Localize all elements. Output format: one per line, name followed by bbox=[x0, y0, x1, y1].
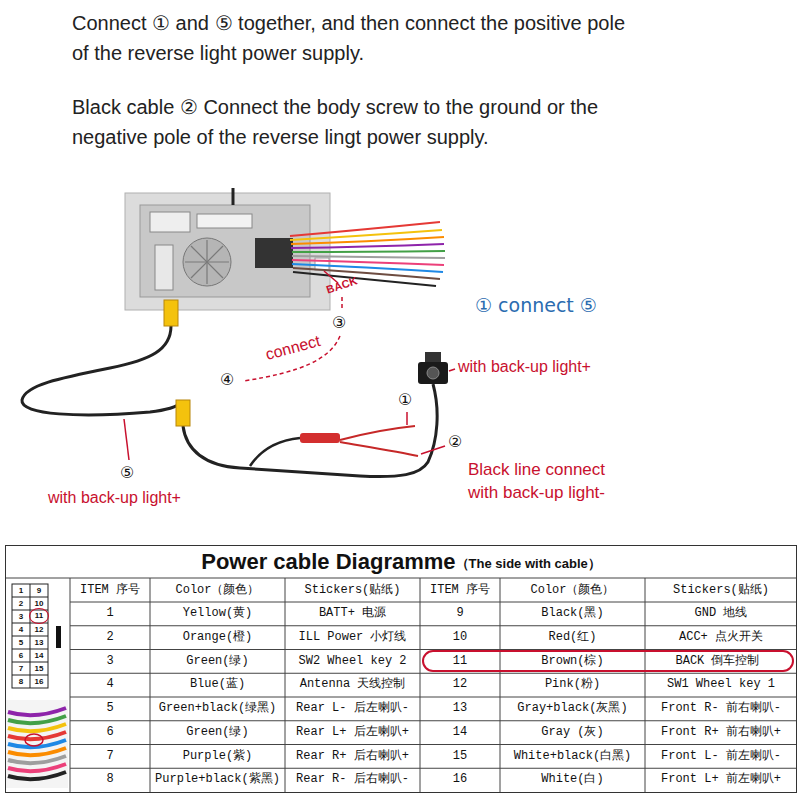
table-cell: 15 bbox=[420, 745, 500, 769]
table-cell: 9 bbox=[420, 602, 500, 626]
callout-note: ① connect ⑤ bbox=[475, 293, 597, 317]
callout-number: ② bbox=[448, 432, 462, 452]
pin-circle: 11 bbox=[29, 608, 49, 624]
table-cell: ILL Power 小灯线 bbox=[285, 626, 420, 650]
table-cell: Blue(蓝) bbox=[150, 673, 285, 697]
pin-number: 4 bbox=[12, 623, 30, 636]
table-cell: ACC+ 点火开关 bbox=[645, 626, 797, 650]
leader-lines bbox=[124, 271, 455, 460]
table-cell: Black(黑) bbox=[500, 602, 645, 626]
connector-key bbox=[56, 626, 61, 648]
table-cell: GND 地线 bbox=[645, 602, 797, 626]
instruction-text: Connect ① and ⑤ together, and then conne… bbox=[72, 8, 642, 68]
table-cell: 16 bbox=[420, 768, 500, 792]
table-cell: Front R+ 前右喇叭+ bbox=[645, 721, 797, 745]
table-cell: Rear L- 后左喇叭- bbox=[285, 697, 420, 721]
pin-number: 10 bbox=[30, 597, 48, 610]
pin-grid bbox=[12, 584, 48, 688]
table-cell: Gray (灰) bbox=[500, 721, 645, 745]
pin-number: 14 bbox=[30, 649, 48, 662]
table-subtitle: （The side with cable） bbox=[456, 555, 601, 573]
table-cell: Brown(棕) bbox=[500, 652, 645, 670]
table-cell: 13 bbox=[420, 697, 500, 721]
table-cell: Green+black(绿黑) bbox=[150, 697, 285, 721]
table-cell: Pink(粉) bbox=[500, 673, 645, 697]
wire-photo bbox=[6, 700, 68, 788]
table-cell: SW2 Wheel key 2 bbox=[285, 650, 420, 674]
table-cell: 3 bbox=[70, 650, 150, 674]
pin-number: 2 bbox=[12, 597, 30, 610]
table-cell: Antenna 天线控制 bbox=[285, 673, 420, 697]
table-cell: Orange(橙) bbox=[150, 626, 285, 650]
table-cell: 11 bbox=[420, 652, 500, 670]
pin-number: 11 bbox=[30, 609, 48, 623]
wire-note: connect bbox=[263, 331, 322, 365]
table-header: Color（颜色） bbox=[150, 578, 285, 602]
table-title-row: Power cable Diagramme（The side with cabl… bbox=[6, 546, 796, 578]
pin-number: 12 bbox=[30, 623, 48, 636]
table-header: ITEM 序号 bbox=[70, 578, 150, 602]
table-cell: Gray+black(灰黑) bbox=[500, 697, 645, 721]
table-cell: 8 bbox=[70, 768, 150, 792]
table-cell: 5 bbox=[70, 697, 150, 721]
table-cell: White(白) bbox=[500, 768, 645, 792]
callout-number: ④ bbox=[220, 370, 234, 390]
table-cell: 4 bbox=[70, 673, 150, 697]
table-cell: BATT+ 电源 bbox=[285, 602, 420, 626]
pin-number: 1 bbox=[12, 584, 30, 597]
table-cell: BACK 倒车控制 bbox=[645, 652, 790, 670]
table-cell: 1 bbox=[70, 602, 150, 626]
table-cell: Front R- 前右喇叭- bbox=[645, 697, 797, 721]
table-header: Stickers(贴纸) bbox=[645, 578, 797, 602]
table-cell: Green(绿) bbox=[150, 650, 285, 674]
camera bbox=[418, 352, 448, 384]
table-cell: 14 bbox=[420, 721, 500, 745]
pin-number: 13 bbox=[30, 636, 48, 649]
table-cell: Rear R+ 后右喇叭+ bbox=[285, 745, 420, 769]
table-cell: Green(绿) bbox=[150, 721, 285, 745]
table-cell: 12 bbox=[420, 673, 500, 697]
pin-number: 16 bbox=[30, 675, 48, 688]
table-cell: 10 bbox=[420, 626, 500, 650]
pin-number: 8 bbox=[12, 675, 30, 688]
table-grid bbox=[5, 578, 797, 792]
table-cell: Purple(紫) bbox=[150, 745, 285, 769]
cables bbox=[22, 300, 437, 477]
table-cell: 6 bbox=[70, 721, 150, 745]
pin-number: 9 bbox=[30, 584, 48, 597]
table-cell: White+black(白黑) bbox=[500, 745, 645, 769]
pin-number: 6 bbox=[12, 649, 30, 662]
table-cell: Yellow(黄) bbox=[150, 602, 285, 626]
wire-note: with back-up light+ bbox=[458, 357, 591, 377]
highlight-outline: 11Brown(棕)BACK 倒车控制 bbox=[422, 650, 794, 672]
table-header: ITEM 序号 bbox=[420, 578, 500, 602]
wire-note: Black line connect with back-up light- bbox=[468, 458, 633, 504]
table-cell: Front L+ 前左喇叭+ bbox=[645, 768, 797, 792]
table-cell: 2 bbox=[70, 626, 150, 650]
table-cell: Red(红) bbox=[500, 626, 645, 650]
pin-number: 3 bbox=[12, 610, 30, 623]
table-cell: SW1 Wheel key 1 bbox=[645, 673, 797, 697]
table-title: Power cable Diagramme bbox=[201, 549, 455, 575]
wire-bundle bbox=[290, 222, 445, 286]
table-cell: Rear R- 后右喇叭- bbox=[285, 768, 420, 792]
table-cell: Purple+black(紫黑) bbox=[150, 768, 285, 792]
instruction-text: Black cable ② Connect the body screw to … bbox=[72, 92, 647, 152]
head-unit bbox=[125, 188, 330, 310]
pin-number: 5 bbox=[12, 636, 30, 649]
pin-number: 7 bbox=[12, 662, 30, 675]
table-cell: Front L- 前左喇叭- bbox=[645, 745, 797, 769]
pin-number: 15 bbox=[30, 662, 48, 675]
table-header: Color（颜色） bbox=[500, 578, 645, 602]
table-cell: 7 bbox=[70, 745, 150, 769]
wire-note: with back-up light+ bbox=[48, 488, 181, 508]
table-header: Stickers(贴纸) bbox=[285, 578, 420, 602]
callout-number: ③ bbox=[332, 313, 346, 333]
callout-number: ① bbox=[398, 390, 412, 410]
table-cell: Rear L+ 后左喇叭+ bbox=[285, 721, 420, 745]
callout-number: ⑤ bbox=[120, 463, 134, 483]
